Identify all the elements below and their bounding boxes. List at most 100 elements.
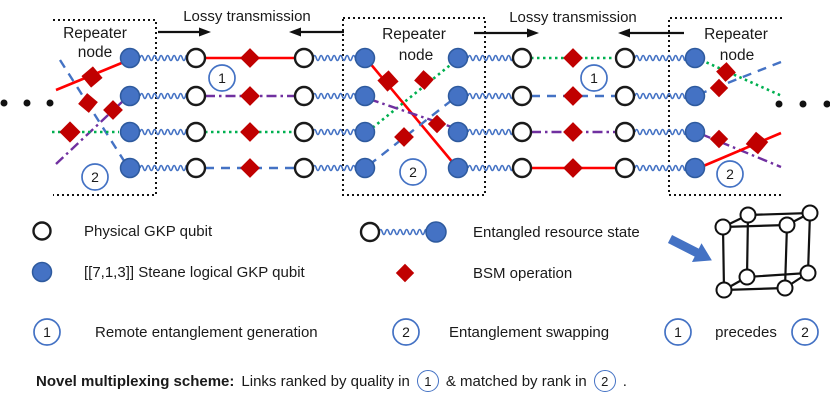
bsm-diamond-icon [716, 62, 736, 82]
ellipsis-dot [799, 100, 807, 108]
swap-line-blue [368, 99, 453, 166]
bsm-diamond-icon [240, 86, 260, 106]
legend-step1-label: Remote entanglement generation [95, 324, 318, 341]
caption-mid2: & matched by rank in [445, 372, 587, 390]
logical-gkp-qubit-icon [354, 47, 376, 69]
logical-gkp-qubit-icon [354, 85, 376, 107]
physical-gkp-qubit-icon [359, 221, 381, 243]
bsm-diamond-icon [563, 48, 583, 68]
ellipsis-dot [823, 100, 830, 108]
lossy-transmission-label: Lossy transmission [183, 8, 311, 25]
physical-gkp-qubit-icon [32, 221, 52, 241]
repeater-node-label: Repeater [382, 26, 446, 43]
legend-bsm-operation-label: BSM operation [473, 265, 573, 282]
bsm-diamond-icon [709, 78, 729, 98]
step-badge: 1 [33, 318, 61, 346]
logical-gkp-qubit-icon [119, 121, 141, 143]
repeater-node-label: Repeater [63, 25, 127, 42]
swapping-lines [52, 58, 783, 169]
bsm-diamond-icon [414, 70, 434, 90]
transmission-arrowhead-left-icon [289, 27, 301, 37]
step-badge: 2 [593, 370, 616, 392]
bsm-diamond-icon [78, 93, 98, 113]
logical-gkp-qubit-icon [119, 85, 141, 107]
step-badge: 1 [580, 64, 608, 92]
entangled-link-wavy [312, 128, 357, 136]
logical-gkp-qubit-icon [447, 157, 469, 179]
physical-gkp-qubit-icon [293, 85, 315, 107]
entangled-link-wavy [634, 54, 687, 62]
bsm-diamond-icon [563, 158, 583, 178]
physical-gkp-qubit-icon [511, 121, 533, 143]
lossy-transmission-label: Lossy transmission [509, 9, 637, 26]
repeater-node-boxes [53, 17, 782, 196]
entangled-link-wavy [634, 164, 687, 172]
logical-gkp-qubit-icon [354, 121, 376, 143]
logical-gkp-qubit-icon [119, 157, 141, 179]
qubits [119, 47, 706, 179]
step-badge-number: 2 [402, 324, 410, 340]
physical-gkp-qubit-icon [293, 157, 315, 179]
bsm-diamond-icon [59, 121, 81, 143]
bsm-diamond-icon [394, 127, 414, 147]
step-badge: 2 [392, 318, 420, 346]
ellipsis-dot [775, 100, 783, 108]
physical-gkp-qubit-icon [614, 157, 636, 179]
physical-gkp-qubit-icon [614, 85, 636, 107]
legend-physical-qubit-label: Physical GKP qubit [84, 223, 213, 240]
ellipsis-dot [0, 99, 8, 107]
swap-line-purple [368, 97, 453, 129]
entangled-link-wavy [312, 92, 357, 100]
entangled-link-wavy [139, 164, 188, 172]
step-badge-number: 1 [218, 70, 226, 86]
legend-symbols [31, 204, 819, 299]
cluster-state-arrow-icon [667, 234, 712, 262]
physical-gkp-qubit-icon [511, 157, 533, 179]
swap-line-green [700, 58, 783, 98]
bsm-diamond-icon [427, 114, 447, 134]
step-badge-number: 1 [43, 324, 51, 340]
logical-gkp-qubit-icon [31, 261, 53, 283]
logical-gkp-qubit-icon [684, 85, 706, 107]
logical-gkp-qubit-icon [447, 121, 469, 143]
step-badge: 1 [416, 370, 439, 392]
caption-lead: Novel multiplexing scheme: [36, 372, 235, 390]
entangled-link-wavy [139, 128, 188, 136]
repeater-node-label: node [78, 44, 112, 61]
step-badge: 1 [208, 64, 236, 92]
physical-gkp-qubit-icon [185, 85, 207, 107]
physical-gkp-qubit-icon [293, 47, 315, 69]
step-badge-number: 1 [424, 373, 432, 389]
legend-entangled-state-label: Entangled resource state [473, 224, 640, 241]
bsm-diamond-icon [240, 48, 260, 68]
repeater-node-label: node [399, 47, 433, 64]
bsm-diamond-icon [377, 70, 399, 92]
logical-gkp-qubit-icon [425, 221, 447, 243]
bsm-diamond-icon [563, 86, 583, 106]
entangled-link-wavy [467, 128, 514, 136]
repeater-node-box-left [53, 19, 157, 196]
bsm-diamond-icon [563, 122, 583, 142]
logical-gkp-qubit-icon [447, 47, 469, 69]
logical-gkp-qubit-icon [684, 157, 706, 179]
step-badge-number: 2 [409, 164, 417, 180]
bsm-diamond-icon [103, 100, 123, 120]
step-badge-number: 1 [674, 324, 682, 340]
transmission-arrowhead-right-icon [527, 28, 539, 38]
legend-step2-label: Entanglement swapping [449, 324, 610, 341]
step-badge-number: 2 [801, 324, 809, 340]
logical-gkp-qubit-icon [447, 85, 469, 107]
logical-gkp-qubit-icon [684, 47, 706, 69]
caption-mid1: Links ranked by quality in [241, 372, 410, 390]
entangled-link-wavy [139, 54, 188, 62]
physical-gkp-qubit-icon [293, 121, 315, 143]
step-badge-number: 2 [601, 373, 609, 389]
bsm-diamond-icon [709, 129, 729, 149]
caption-end: . [622, 372, 627, 390]
step-badge: 2 [81, 163, 109, 191]
entangled-link-wavy [634, 128, 687, 136]
ellipsis-dot [23, 99, 31, 107]
repeater-node-box-right [668, 17, 782, 196]
